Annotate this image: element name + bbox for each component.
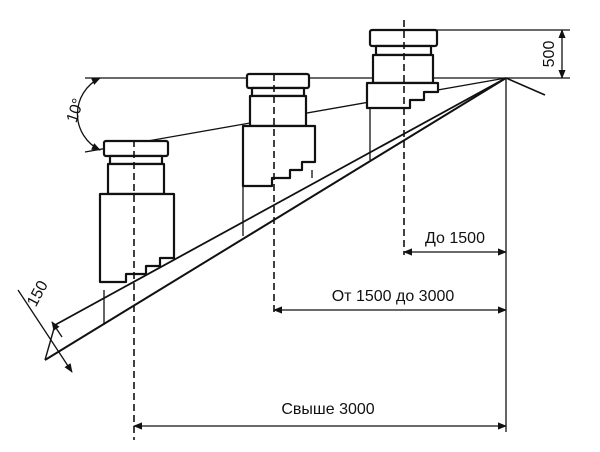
label-1500-to-3000: От 1500 до 3000 — [332, 288, 455, 305]
chimney-middle — [241, 72, 317, 236]
label-over-3000: Свыше 3000 — [281, 401, 374, 418]
dimension-angle: 10° — [64, 77, 101, 151]
dimension-1500-to-3000: От 1500 до 3000 — [273, 288, 507, 314]
dimension-over-3000: Свыше 3000 — [133, 401, 507, 430]
roof — [44, 77, 546, 361]
dimension-500: 500 — [430, 29, 570, 79]
dimension-up-to-1500: До 1500 — [403, 230, 507, 256]
chimney-far — [98, 139, 176, 325]
label-up-to-1500: До 1500 — [425, 230, 485, 247]
label-150: 150 — [24, 278, 52, 310]
label-500: 500 — [541, 41, 558, 68]
chimney-axes — [133, 20, 405, 440]
label-angle: 10° — [64, 96, 88, 124]
